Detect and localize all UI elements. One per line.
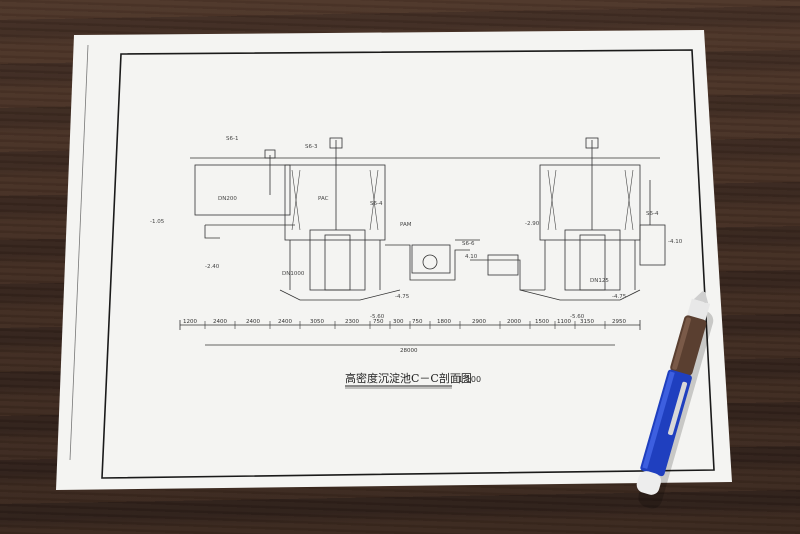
paper xyxy=(56,30,732,490)
drawing-frame xyxy=(101,49,715,479)
equip-5: DN200 xyxy=(218,196,237,202)
dim-4: 3050 xyxy=(310,319,324,325)
equip-2: S6-4 xyxy=(370,201,383,207)
drawing-scale: 1:100 xyxy=(458,375,481,384)
elev-4: -5.60 xyxy=(570,314,585,320)
elev-8: 4.10 xyxy=(465,254,478,260)
dim-9: 1800 xyxy=(437,319,451,325)
section-drawing xyxy=(179,137,666,346)
elev-7: -4.10 xyxy=(668,239,683,245)
pen-tip xyxy=(693,291,709,304)
equip-7: DN125 xyxy=(590,278,609,284)
pen-clip xyxy=(668,381,688,436)
equip-0: S6-1 xyxy=(226,136,238,142)
equip-9: PAC xyxy=(318,196,329,202)
dim-11: 2000 xyxy=(507,319,521,325)
elev-3: -4.75 xyxy=(395,294,410,300)
dim-10: 2900 xyxy=(472,319,486,325)
equip-3: S6-6 xyxy=(462,241,475,247)
dim-7: 300 xyxy=(393,319,404,325)
dim-14: 3150 xyxy=(580,319,594,325)
dim-3: 2400 xyxy=(278,319,292,325)
elev-6: -2.90 xyxy=(525,221,540,227)
dimension-numbers: 1200 2400 2400 2400 3050 2300 750 300 75… xyxy=(183,319,626,354)
dim-8: 750 xyxy=(412,319,423,325)
equip-8: PAM xyxy=(400,222,412,228)
dim-1: 2400 xyxy=(213,319,227,325)
dim-5: 2300 xyxy=(345,319,359,325)
dim-0: 1200 xyxy=(183,319,197,325)
equip-1: S6-3 xyxy=(305,144,318,150)
elev-0: -2.40 xyxy=(205,264,220,270)
dim-6: 750 xyxy=(373,319,384,325)
drawing-title: 高密度沉淀池C－C剖面图 xyxy=(345,371,472,385)
total-dimension: 28000 xyxy=(400,348,418,354)
elev-2: -5.60 xyxy=(370,314,385,320)
pen-cap xyxy=(636,471,662,495)
dim-12: 1500 xyxy=(535,319,549,325)
dimension-ticks xyxy=(204,321,606,329)
elev-1: -1.05 xyxy=(150,219,165,225)
annotations: -2.40 -1.05 -5.60 -4.75 -5.60 -4.75 -2.9… xyxy=(150,136,683,320)
elev-5: -4.75 xyxy=(612,294,627,300)
equip-6: DN1000 xyxy=(282,271,305,277)
pen-nose xyxy=(686,298,711,322)
equip-4: S6-4 xyxy=(646,211,659,217)
dim-15: 2950 xyxy=(612,319,626,325)
dim-2: 2400 xyxy=(246,319,260,325)
dim-13: 1100 xyxy=(557,319,571,325)
